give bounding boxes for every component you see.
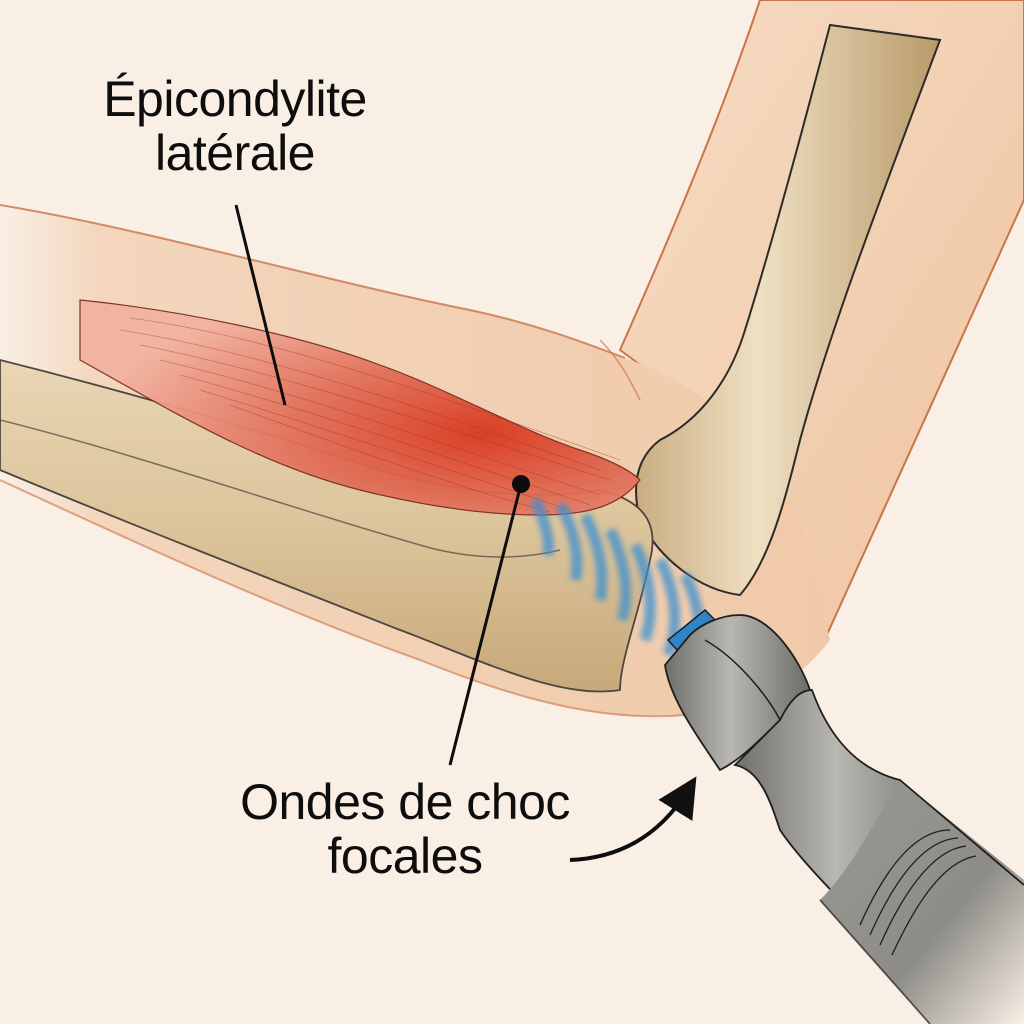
extensor-muscle <box>79 299 641 516</box>
label-condition-line2: latérale <box>155 125 316 181</box>
shockwave-probe <box>664 608 1024 1024</box>
leader-line-treatment <box>448 483 523 766</box>
label-treatment-line2: focales <box>327 828 483 884</box>
probe-grip-rings <box>859 829 977 956</box>
curved-arrow-icon <box>569 776 697 862</box>
humerus <box>635 23 942 597</box>
leader-line-condition <box>234 204 287 406</box>
label-treatment: Ondes de choc focales <box>205 775 605 883</box>
muscle-fibers <box>119 317 621 513</box>
label-treatment-line1: Ondes de choc <box>240 774 570 830</box>
label-condition: Épicondylite latérale <box>70 72 400 180</box>
label-condition-line1: Épicondylite <box>103 71 367 127</box>
